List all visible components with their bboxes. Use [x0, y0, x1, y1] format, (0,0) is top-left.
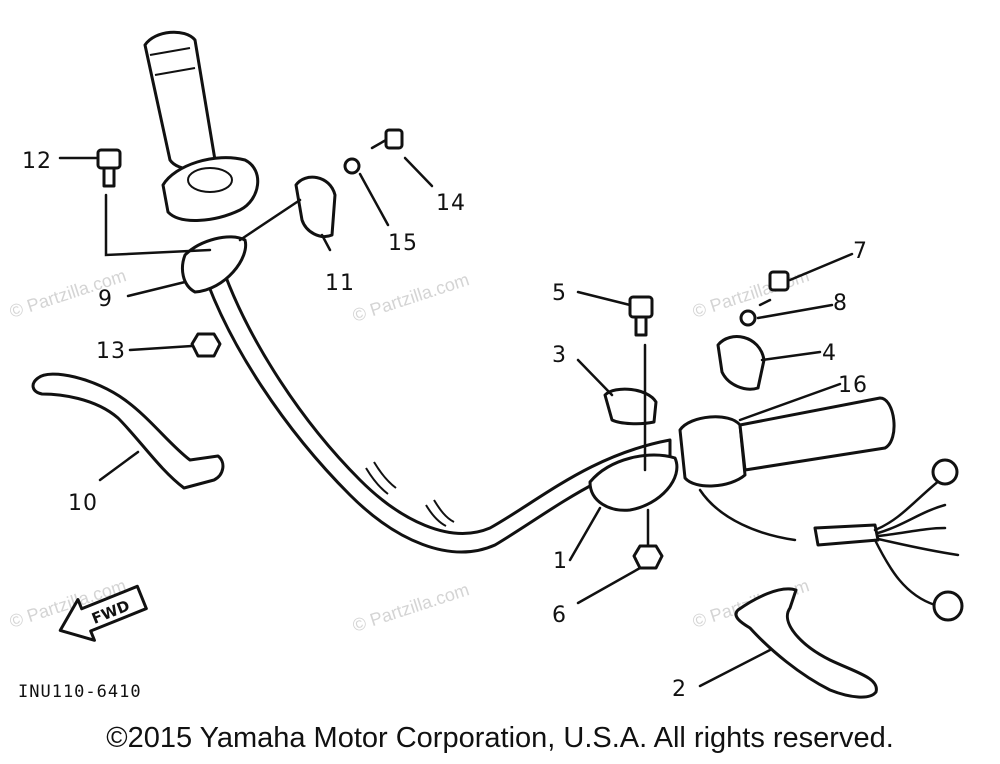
- wire-harness: [813, 458, 964, 622]
- callout-11: 11: [325, 271, 355, 296]
- callout-9: 9: [98, 287, 113, 312]
- callout-15: 15: [388, 231, 418, 256]
- watermark: © Partzilla.com: [350, 269, 472, 326]
- callout-1: 1: [553, 549, 568, 574]
- callout-2: 2: [672, 677, 687, 702]
- callout-numbers: 1 2 3 4 5 6 7 8 9 10 11 12 13 14 15 16: [22, 149, 868, 702]
- part-3-clamp: [603, 387, 658, 426]
- part-11-clamp: [238, 175, 337, 242]
- leader-lines: [58, 156, 854, 688]
- diagram-code: INU110-6410: [18, 682, 142, 702]
- part-16-switch-throttle: [678, 396, 896, 542]
- callout-16: 16: [838, 373, 868, 398]
- part-15-washer: [343, 157, 361, 175]
- callout-12: 12: [22, 149, 52, 174]
- callout-14: 14: [436, 191, 466, 216]
- callout-13: 13: [96, 339, 126, 364]
- watermark: © Partzilla.com: [350, 579, 472, 636]
- part-14-screw: [370, 128, 404, 150]
- handlebar-parts-diagram: © Partzilla.com © Partzilla.com © Partzi…: [7, 30, 964, 702]
- callout-8: 8: [833, 291, 848, 316]
- part-8-washer: [739, 309, 757, 327]
- copyright-notice: ©2015 Yamaha Motor Corporation, U.S.A. A…: [106, 722, 894, 754]
- part-12-bolt: [96, 148, 212, 257]
- part-13-nut: [190, 332, 222, 358]
- callout-7: 7: [853, 239, 868, 264]
- part-2-lever: [734, 587, 878, 699]
- callout-4: 4: [822, 341, 837, 366]
- callout-3: 3: [552, 343, 567, 368]
- part-5-bolt: [628, 295, 654, 337]
- callout-5: 5: [552, 281, 567, 306]
- callout-10: 10: [68, 491, 98, 516]
- part-10-lever: [31, 372, 225, 490]
- part-6-nut: [632, 508, 664, 570]
- part-1-holder: [588, 343, 679, 512]
- handlebar: [143, 30, 672, 554]
- callout-6: 6: [552, 603, 567, 628]
- part-4-clamp: [716, 335, 766, 391]
- part-7-screw: [758, 270, 790, 307]
